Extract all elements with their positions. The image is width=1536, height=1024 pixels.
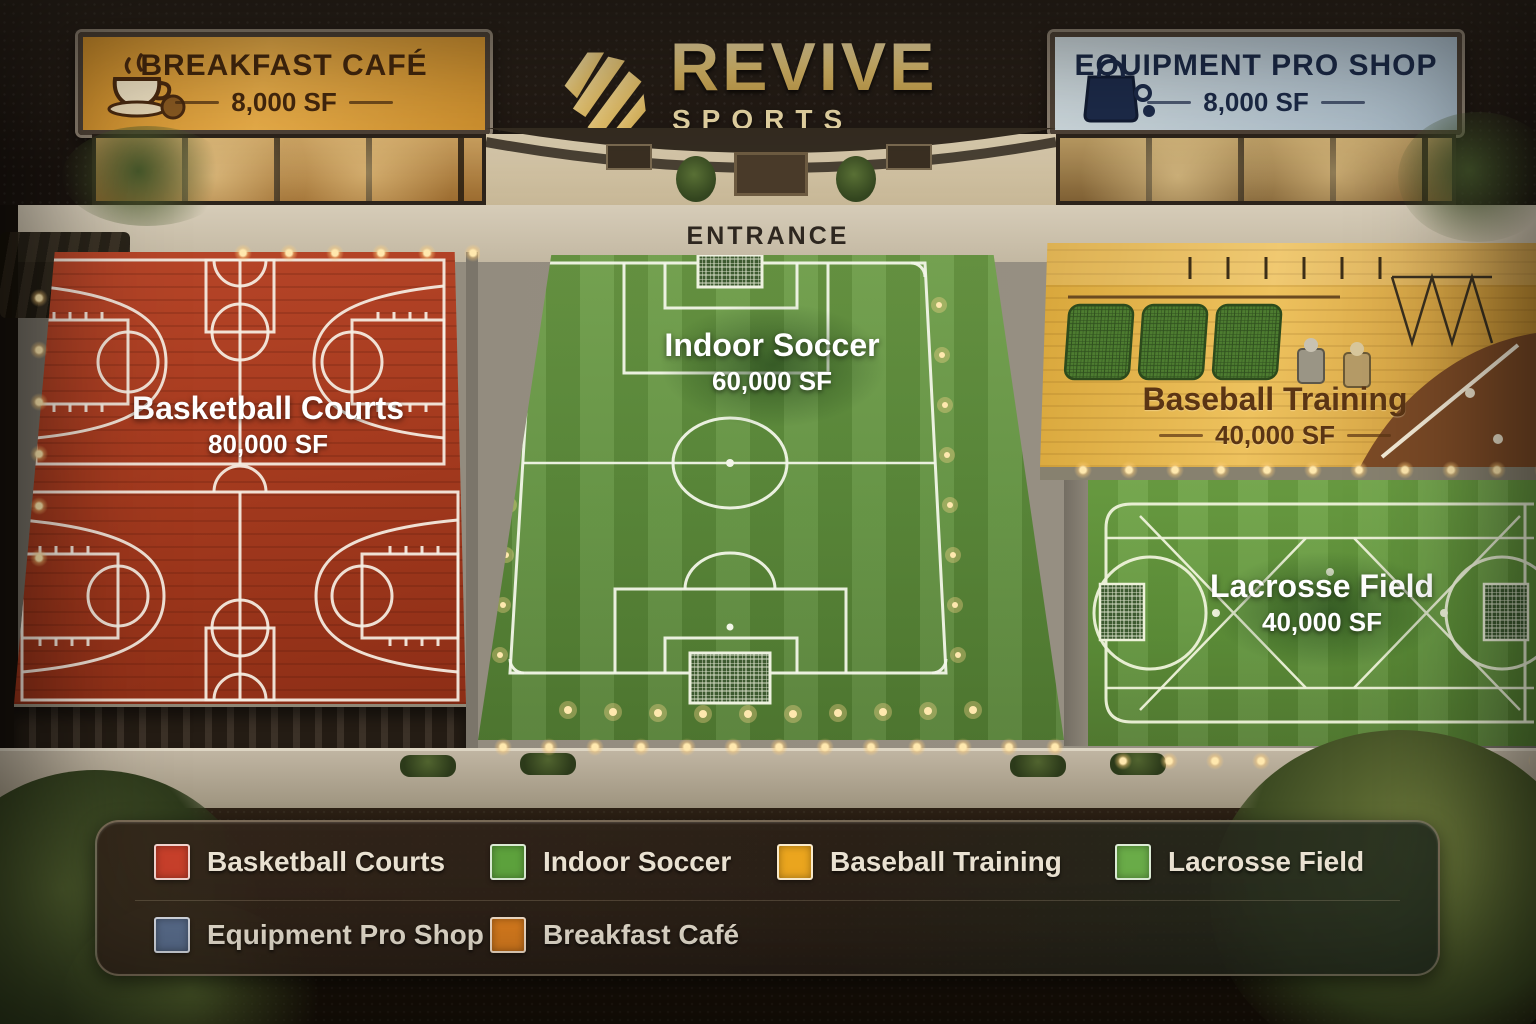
- zone-label-soccer: Indoor Soccer 60,000 SF: [664, 327, 880, 396]
- shop-storefront-window: [1056, 134, 1456, 205]
- potted-plant: [676, 156, 716, 202]
- legend-panel: Basketball Courts Indoor Soccer Baseball…: [95, 820, 1440, 976]
- brand-name: REVIVE: [670, 29, 938, 105]
- breakfast-cafe-title: BREAKFAST CAFÉ: [140, 49, 428, 82]
- legend-divider: [135, 900, 1400, 901]
- court-edge-lights: [220, 244, 480, 262]
- court-edge-lights: [30, 272, 48, 572]
- shopping-bag-icon: [1083, 58, 1155, 123]
- zone-label-lacrosse: Lacrosse Field 40,000 SF: [1209, 568, 1435, 637]
- planter: [400, 755, 456, 777]
- legend-item-baseball: Baseball Training: [777, 843, 1062, 881]
- equipment-pro-shop-sign: EQUIPMENT PRO SHOP 8,000 SF: [1050, 32, 1462, 135]
- walkway-lights: [480, 738, 1080, 756]
- planter: [1010, 755, 1066, 777]
- zone-lacrosse-field: Lacrosse Field 40,000 SF: [1088, 480, 1536, 746]
- legend-swatch-soccer: [490, 844, 526, 880]
- entrance-label: ENTRANCE: [686, 222, 850, 250]
- legend-item-pro-shop: Equipment Pro Shop: [154, 916, 484, 954]
- legend-item-soccer: Indoor Soccer: [490, 843, 731, 881]
- equipment-pro-shop-title: EQUIPMENT PRO SHOP: [1074, 49, 1438, 82]
- legend-swatch-pro-shop: [154, 917, 190, 953]
- zone-label-baseball: Baseball Training 40,000 SF: [1142, 381, 1408, 450]
- entrance-lobby: [486, 128, 1056, 205]
- legend-item-basketball: Basketball Courts: [154, 843, 445, 881]
- courtside-seating: [14, 704, 466, 748]
- walkway-strip: [466, 252, 478, 748]
- legend-swatch-baseball: [777, 844, 813, 880]
- walkway-lights: [1060, 461, 1536, 479]
- left-edge-shadow: [0, 205, 18, 815]
- breakfast-cafe-area: 8,000 SF: [83, 87, 485, 118]
- zone-baseball-training: Baseball Training 40,000 SF: [1040, 243, 1536, 467]
- zone-indoor-soccer: Indoor Soccer 60,000 SF: [478, 255, 1064, 740]
- soccer-field-markings: [492, 255, 982, 723]
- wall-art: [886, 144, 932, 170]
- legend-item-lacrosse: Lacrosse Field: [1115, 843, 1364, 881]
- legend-swatch-lacrosse: [1115, 844, 1151, 880]
- pitching-machines: [1297, 338, 1371, 388]
- zone-label-basketball: Basketball Courts 80,000 SF: [131, 390, 405, 459]
- baseball-area-graphics: [1040, 243, 1536, 467]
- label-shadow-blob: [1178, 535, 1478, 685]
- foliage: [62, 126, 232, 226]
- foliage: [1398, 112, 1536, 242]
- equipment-pro-shop-area: 8,000 SF: [1055, 87, 1457, 118]
- zone-basketball-courts: Basketball Courts 80,000 SF: [14, 252, 466, 704]
- legend-swatch-basketball: [154, 844, 190, 880]
- potted-plant: [836, 156, 876, 202]
- basketball-court-markings: [20, 258, 460, 702]
- entrance-doors: [734, 152, 808, 196]
- legend-swatch-cafe: [490, 917, 526, 953]
- gold-stripes-logo-icon: [564, 52, 646, 138]
- wall-art: [606, 144, 652, 170]
- planter: [520, 753, 576, 775]
- label-shadow-blob: [628, 285, 918, 445]
- coffee-cup-icon: [107, 53, 186, 120]
- legend-item-cafe: Breakfast Café: [490, 916, 739, 954]
- breakfast-cafe-sign: BREAKFAST CAFÉ 8,000 SF: [78, 32, 490, 135]
